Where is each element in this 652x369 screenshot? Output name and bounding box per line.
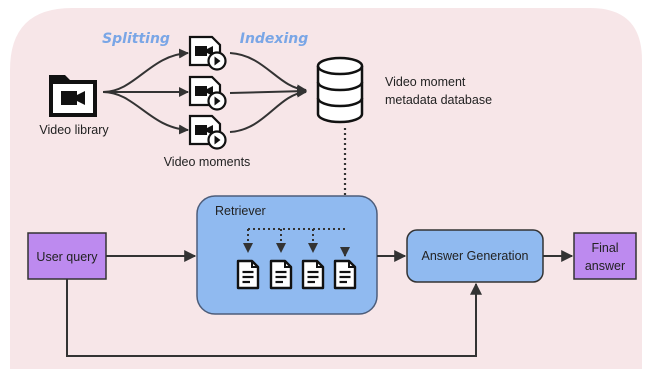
video-moments-label: Video moments <box>164 155 251 169</box>
final-answer-label-line1: Final <box>591 241 618 255</box>
database-label-line2: metadata database <box>385 93 492 107</box>
final-answer-label-line2: answer <box>585 259 625 273</box>
database-label-line1: Video moment <box>385 75 466 89</box>
flow-arrows <box>66 250 574 357</box>
splitting-arrows <box>102 48 189 135</box>
document-icon <box>269 259 293 290</box>
database-icon <box>316 56 364 124</box>
user-query-label: User query <box>36 250 98 264</box>
document-icon <box>333 259 357 290</box>
indexing-label: Indexing <box>240 31 309 47</box>
video-library-label: Video library <box>39 123 109 137</box>
user-query-box <box>27 232 107 280</box>
document-icon <box>301 259 325 290</box>
folder-video-icon <box>49 75 97 117</box>
indexing-arrows <box>229 52 307 133</box>
final-answer-box <box>573 232 637 280</box>
splitting-label: Splitting <box>102 31 170 47</box>
answer-generation-label: Answer Generation <box>421 249 528 263</box>
retriever-dotted-branches <box>243 228 350 257</box>
document-icon <box>236 259 260 290</box>
retriever-label: Retriever <box>215 204 266 218</box>
